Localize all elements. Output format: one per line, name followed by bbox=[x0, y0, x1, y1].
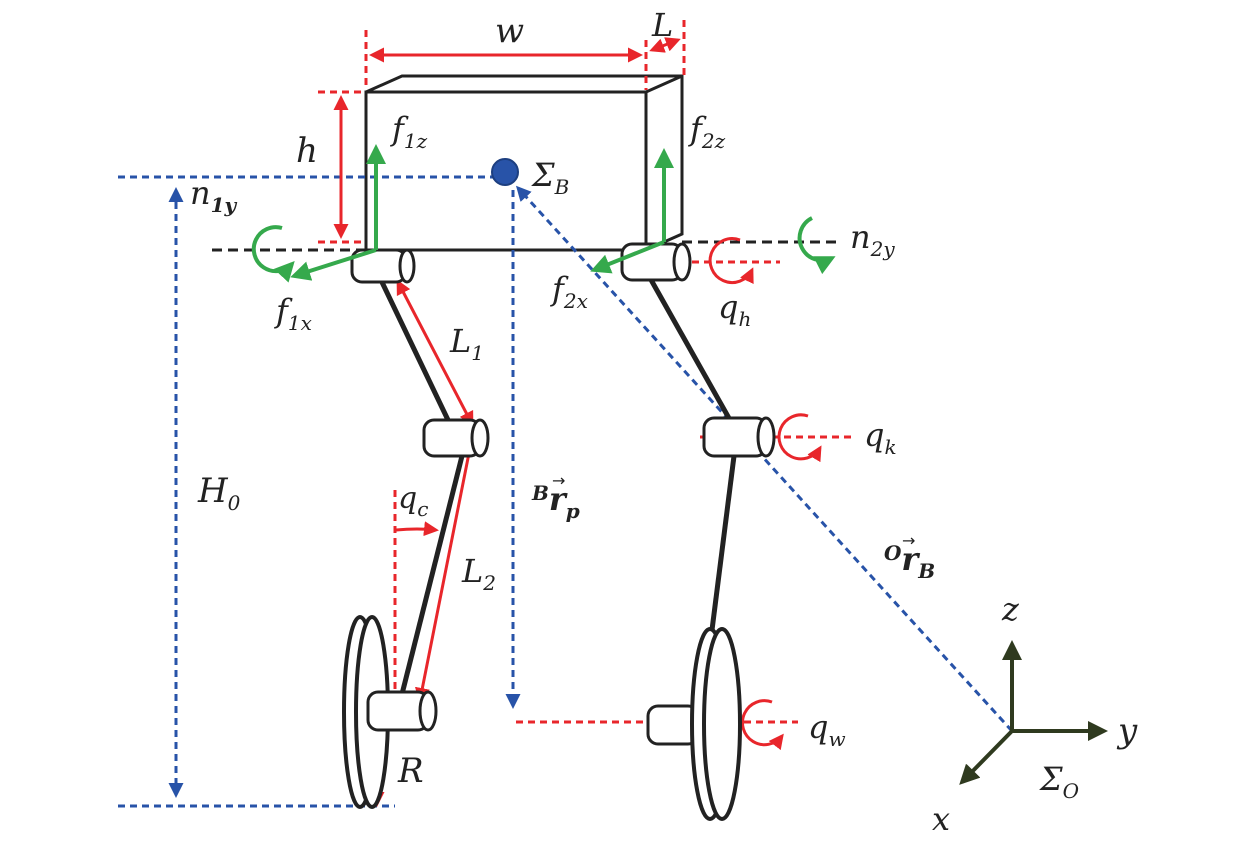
label-x: x bbox=[932, 800, 950, 838]
label-qw: qw bbox=[808, 708, 846, 751]
label-L1: L1 bbox=[449, 322, 484, 365]
world-frame-axes bbox=[959, 640, 1108, 785]
label-f2z: f2z bbox=[688, 110, 726, 153]
label-H0: H0 bbox=[197, 471, 241, 515]
left-leg bbox=[350, 248, 490, 703]
label-sigma-o: ΣO bbox=[1039, 760, 1079, 803]
label-R: R bbox=[397, 751, 424, 791]
label-qh: qh bbox=[718, 288, 751, 331]
label-n1y: n1y bbox=[190, 174, 238, 217]
label-qk: qk bbox=[864, 416, 897, 459]
right-wheel bbox=[646, 627, 742, 821]
label-w: w bbox=[495, 11, 524, 51]
body-center-point bbox=[491, 158, 519, 186]
right-leg bbox=[620, 242, 776, 631]
arrow-over-r-o: → bbox=[902, 531, 915, 550]
label-qc: qc bbox=[398, 481, 428, 521]
label-L2: L2 bbox=[461, 552, 496, 595]
body-box bbox=[364, 74, 684, 252]
dimension-lines bbox=[318, 20, 852, 807]
label-z: z bbox=[1001, 590, 1020, 628]
left-wheel bbox=[342, 615, 438, 809]
label-b-rp: Brp bbox=[531, 480, 580, 523]
arrow-over-r-b: → bbox=[552, 471, 565, 490]
label-sigma-b: ΣB bbox=[531, 156, 569, 199]
label-L: L bbox=[651, 6, 673, 44]
label-f2x: f2x bbox=[550, 270, 588, 313]
blue-references bbox=[118, 175, 1014, 808]
label-o-rb: OrB bbox=[884, 540, 935, 583]
label-h: h bbox=[296, 131, 318, 171]
hip-axis-line bbox=[212, 240, 836, 252]
label-y: y bbox=[1116, 711, 1138, 751]
label-f1x: f1x bbox=[274, 292, 312, 335]
force-vectors bbox=[251, 144, 836, 283]
label-n2y: n2y bbox=[850, 218, 895, 261]
